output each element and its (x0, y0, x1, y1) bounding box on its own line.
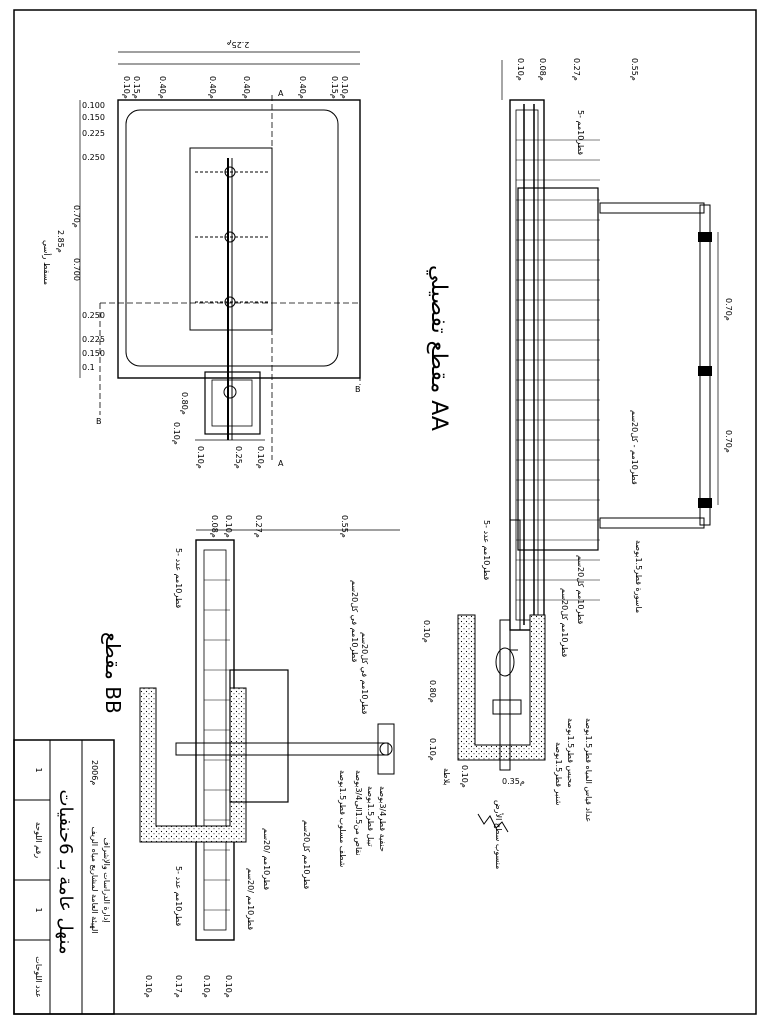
plan-dim-bottom-2: 0.25م (234, 446, 243, 469)
plan-dim-top-2: 0.15م (132, 76, 141, 99)
aa-section-title: مقطع تفصيلي AA (426, 265, 451, 431)
plan-dim-left-8: 0.225 (82, 335, 105, 344)
bb-rebar-1: قطر10مم في كل20سم (350, 580, 359, 662)
bb-rebar-6: 5- قطر10مم عدد (174, 548, 183, 608)
aa-rebar-low-2: قطر10مم كل20سم (560, 588, 569, 657)
plan-dim-left-2: 0.150 (82, 113, 105, 122)
plan-dim-top-6: 0.10م (340, 76, 349, 99)
plan-dim-overall-height: 2.85م (56, 230, 65, 253)
plan-outer (117, 99, 361, 379)
plan-dim-overall-width: 2.25م (227, 40, 250, 49)
bb-dim-bottom-2: 0.17م (174, 975, 183, 998)
aa-chamber-dim-1: 0.10م (422, 620, 431, 643)
plan-dim-small-1: 0.80م (180, 392, 189, 415)
aa-rebar-low-3: 5- قطر10مم عدد (482, 520, 491, 580)
plan-dim-bottom-1: 0.10م (196, 446, 205, 469)
section-bb: 0.10م 0.08م 0.27م 0.55م قطر10مم في كل20س… (101, 515, 400, 998)
aa-chamber-dim-2: 0.80م (428, 680, 437, 703)
aa-dim-top-1: 0.10م (516, 58, 525, 81)
plan-dim-top-3: 0.40م (158, 76, 167, 99)
bb-section-title: مقطع BB (101, 632, 125, 714)
bb-tap-label: حنفية قطر3/4بوصة (378, 786, 387, 852)
aa-dim-top-3: 0.27م (572, 58, 581, 81)
tb-project-name: منهل عامة بـ 6حنفيات (55, 790, 76, 955)
tap-row-3 (195, 296, 270, 308)
plan-dim-top-8: 0.40م (298, 76, 307, 99)
plan-dim-left-9: 0.150 (82, 349, 105, 358)
plan-dim-left-5: 0.70م (72, 205, 81, 228)
aa-flange-label: شنبر قطر1.5بوصة (554, 742, 563, 806)
aa-meter-label: عداد قياس المياه قطر1.5بوصة (584, 718, 593, 822)
sheet-border (13, 9, 757, 1015)
tb-sheets-count-label: عدد اللوحات (34, 956, 43, 997)
bb-dim-top-4: 0.55م (340, 515, 349, 538)
section-mark-a-top: A (278, 89, 284, 98)
plan-dim-top-4: 0.40م (208, 76, 217, 99)
aa-dim-right-1: 0.70م (724, 298, 733, 321)
section-mark-a-bottom: A (278, 459, 284, 468)
tb-sheet-number: 1 (34, 767, 43, 772)
plan-dim-left-4: 0.250 (82, 153, 105, 162)
plan-dim-left-7: 0.250 (82, 311, 105, 320)
bb-dim-bottom-3: 0.10م (202, 975, 211, 998)
plan-dim-left-1: 0.100 (82, 101, 105, 110)
aa-dim-top-4: 0.55م (630, 58, 639, 81)
aa-slab-label: بلاطة (442, 768, 451, 786)
tap-row-1 (195, 166, 270, 178)
plan-dim-bottom-3: 0.10م (256, 446, 265, 469)
bb-rebar-2: قطر10مم في كل20سم (360, 632, 369, 714)
bb-rebar-7: 5- قطر10مم عدد (174, 866, 183, 926)
plan-dim-left-10: 0.1 (82, 363, 95, 372)
bb-dim-top-2: 0.08م (210, 515, 219, 538)
aa-chamber-dim-4: 0.10م (460, 765, 469, 788)
bb-rebar-5: قطر10مم /20سم (246, 868, 255, 930)
aa-rebar-mesh-label: قطر10مم - كل20سم (630, 410, 639, 485)
tap-row-2 (195, 231, 270, 243)
plan-view: A A B B 2.25م 0.10م 0.15م 0.40م 0.40م 0.… (42, 40, 361, 469)
aa-chamber-dim-3: 0.10م (428, 738, 437, 761)
plan-dim-left-3: 0.225 (82, 129, 105, 138)
bb-dim-bottom-1: 0.10م (144, 975, 153, 998)
bb-dim-bottom-4: 0.10م (224, 975, 233, 998)
aa-pipe-label: ماسورة قطر1.5بوصة (634, 540, 643, 613)
plan-chamber (204, 371, 261, 435)
tb-department: إدارة الدراسات والإشراف (101, 837, 111, 922)
title-block: الهيئة العامة لمشاريع مياه الريف إدارة ا… (13, 739, 115, 1015)
aa-ground-label: منسوب سطح الأرض (494, 800, 504, 869)
tb-sheets-count: 1 (34, 907, 43, 912)
tb-organization: الهيئة العامة لمشاريع مياه الريف (90, 826, 99, 933)
section-aa: 0.10م 0.08م 0.27م 0.55م 0.70م 0.70م 5- ق… (422, 58, 733, 869)
plan-caption: مسقط رأسي (42, 240, 52, 285)
bb-reducer-label: نقاص من1.5الى3/4بوصة (354, 770, 363, 856)
bb-dim-top-3: 0.27م (254, 515, 263, 538)
plan-dim-top-5: 0.15م (330, 76, 339, 99)
plan-dim-top-7: 0.40م (242, 76, 251, 99)
aa-dim-top-2: 0.08م (538, 58, 547, 81)
plan-dim-small-2: 0.10م (172, 422, 181, 445)
bb-tee-label: تيبل قطر1.5بوصة (366, 786, 375, 847)
tb-sheet-number-label: رقم اللوحة (34, 822, 43, 858)
section-mark-b-right: B (355, 385, 361, 394)
bb-rebar-3: قطر10مم كل20سم (302, 820, 311, 889)
aa-rebar-low-1: قطر10مم كل20سم (576, 555, 585, 624)
plan-dim-top-1: 0.10م (122, 76, 131, 99)
section-mark-b-left: B (96, 417, 102, 426)
bb-nipple-label: شطف مسلوب قطر1.5بوصة (338, 770, 347, 868)
bb-rebar-4: قطر10مم /20سم (262, 828, 271, 890)
bb-dim-top-1: 0.10م (224, 515, 233, 538)
aa-rebar-top-label: 5- قطر10مم (576, 110, 585, 155)
aa-valve-label: محبس قطر1.5بوصة (566, 718, 575, 788)
aa-dim-right-2: 0.70م (724, 430, 733, 453)
plan-dim-left-6: 0.700 (72, 258, 81, 281)
tb-date: 2006م (90, 760, 99, 785)
aa-chamber-dim-5: 0.35م (502, 777, 525, 786)
